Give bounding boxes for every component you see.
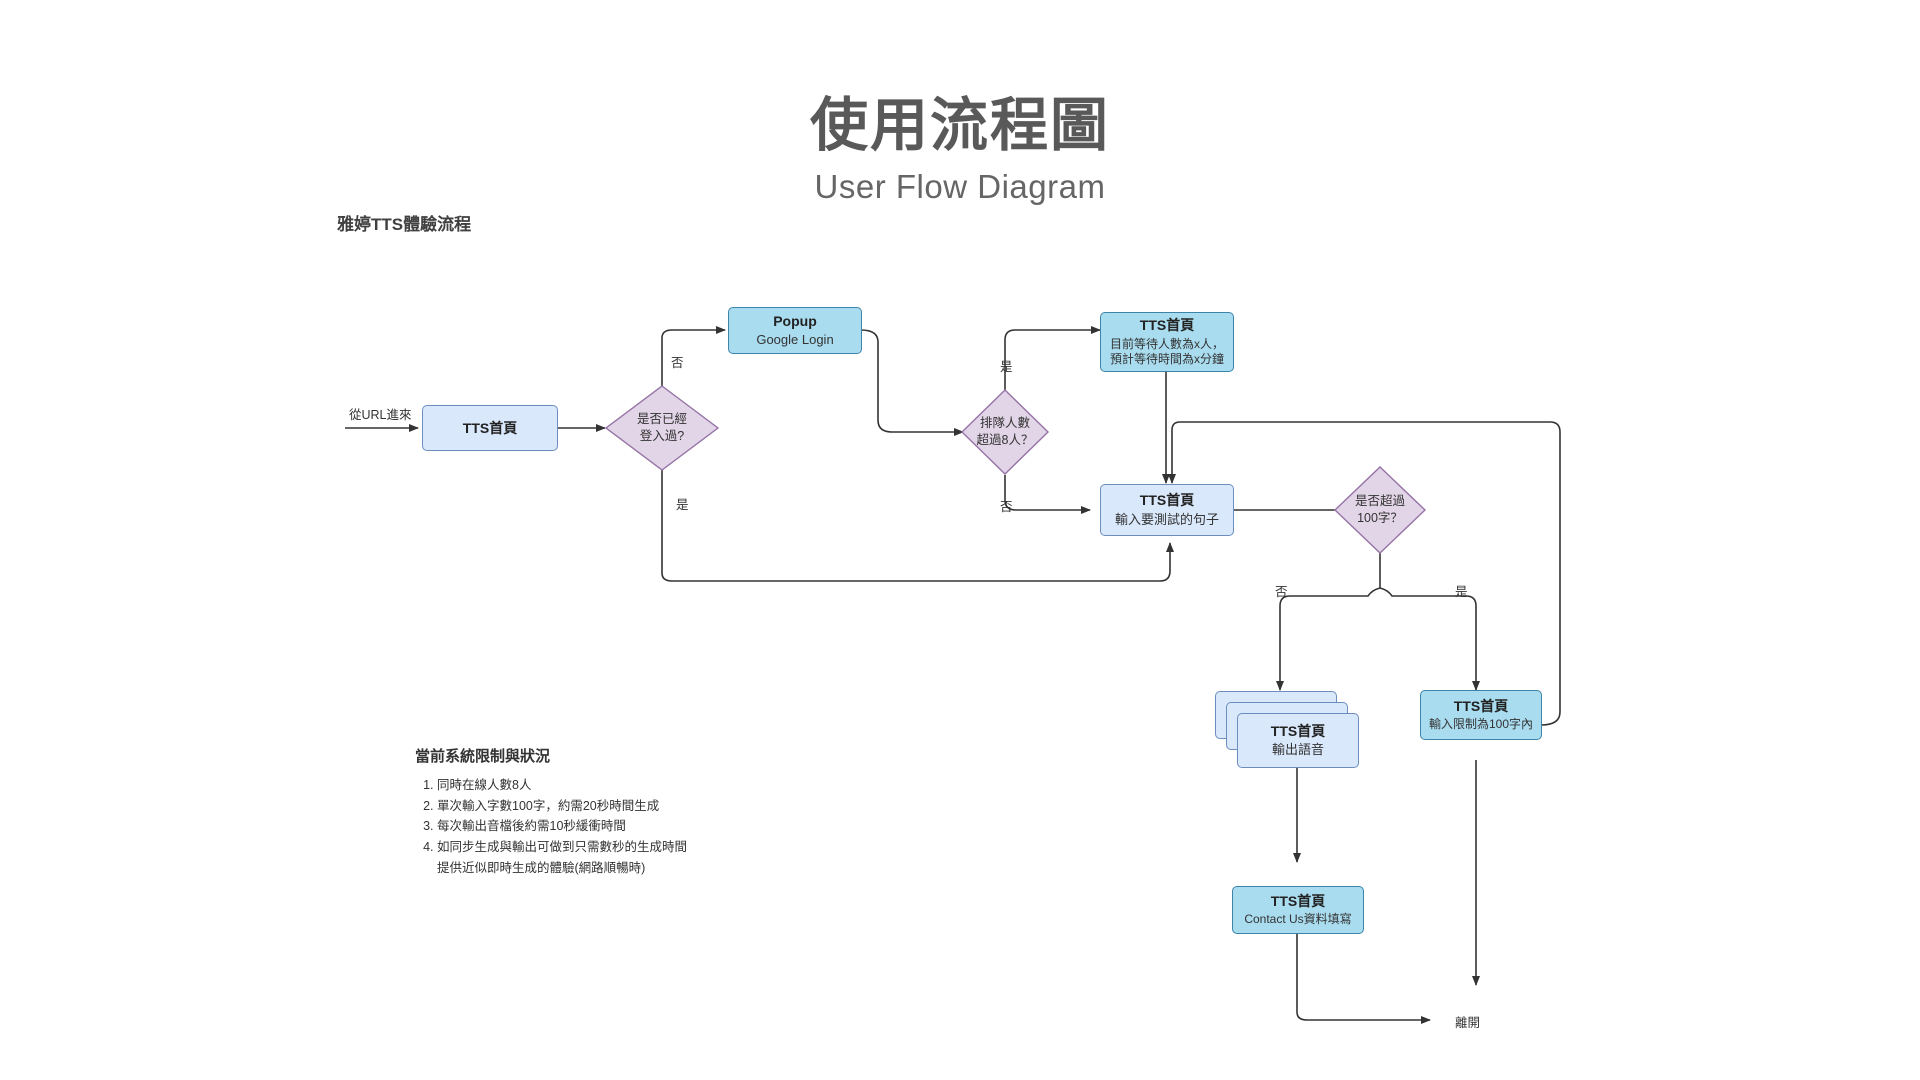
edge-label-logged-in-no: 否 bbox=[671, 356, 684, 370]
node-limit-100-chars[interactable]: TTS首頁 輸入限制為100字內 bbox=[1420, 690, 1542, 740]
edge-contact-to-exit bbox=[1296, 930, 1431, 1024]
node-contact-us-subtitle: Contact Us資料填寫 bbox=[1244, 912, 1352, 927]
decision-queue-line1: 排隊人數 bbox=[979, 416, 1030, 431]
decision-logged-in[interactable]: 是否已經 登入過? bbox=[606, 386, 718, 470]
node-input-sentence[interactable]: TTS首頁 輸入要測試的句子 bbox=[1100, 484, 1234, 536]
node-queue-status-title: TTS首頁 bbox=[1139, 317, 1195, 334]
edge-loggedin-yes-to-input bbox=[661, 470, 1174, 582]
node-exit-label: 離開 bbox=[1455, 1016, 1481, 1030]
node-queue-status-subtitle: 目前等待人數為x人， 預計等待時間為x分鐘 bbox=[1110, 337, 1224, 368]
node-queue-status-line1: 目前等待人數為x人， bbox=[1109, 336, 1224, 351]
decision-logged-in-line2: 登入過? bbox=[639, 429, 685, 443]
decision-logged-in-label: 是否已經 登入過? bbox=[637, 411, 687, 445]
edge-queue-yes-to-status bbox=[1004, 326, 1101, 390]
node-popup-subtitle: Google Login bbox=[756, 332, 834, 348]
edge-label-chars-yes: 是 bbox=[1455, 585, 1468, 599]
node-popup-title: Popup bbox=[773, 312, 817, 329]
node-input-sentence-subtitle: 輸入要測試的句子 bbox=[1114, 511, 1219, 527]
decision-logged-in-shape bbox=[604, 385, 720, 471]
system-notes-title: 當前系統限制與狀況 bbox=[415, 748, 551, 765]
node-queue-status[interactable]: TTS首頁 目前等待人數為x人， 預計等待時間為x分鐘 bbox=[1100, 312, 1234, 372]
page-title-en: User Flow Diagram bbox=[814, 168, 1106, 205]
edge-limit-loopback bbox=[1168, 421, 1561, 726]
node-input-sentence-title: TTS首頁 bbox=[1139, 492, 1195, 509]
node-output-audio-title: TTS首頁 bbox=[1270, 722, 1326, 739]
node-limit-subtitle: 輸入限制為100字內 bbox=[1428, 717, 1534, 732]
edge-chars-no bbox=[1276, 587, 1381, 691]
decision-chars-shape bbox=[1333, 466, 1427, 554]
list-item: 單次輸入字數100字，約需20秒時間生成 bbox=[437, 796, 687, 817]
note-item-2: 單次輸入字數100字，約需20秒時間生成 bbox=[437, 798, 660, 813]
decision-queue-line2: 超過8人？ bbox=[976, 433, 1034, 447]
edge-label-url-entry: 從URL進來 bbox=[349, 408, 412, 422]
node-tts-home-title: TTS首頁 bbox=[462, 419, 518, 436]
section-label: 雅婷TTS體驗流程 bbox=[337, 215, 472, 234]
list-item: 同時在線人數8人 bbox=[437, 775, 687, 796]
decision-chars-line2: 100字？ bbox=[1357, 511, 1403, 525]
edge-popup-to-queue bbox=[860, 329, 964, 436]
note-item-4-continued: 提供近似即時生成的體驗(網路順暢時) bbox=[437, 860, 646, 875]
decision-over-100-chars[interactable]: 是否超過 100字？ bbox=[1335, 467, 1425, 553]
node-output-audio-subtitle: 輸出語音 bbox=[1271, 742, 1324, 758]
note-item-4: 如同步生成與輸出可做到只需數秒的生成時間 bbox=[437, 839, 688, 854]
node-contact-us[interactable]: TTS首頁 Contact Us資料填寫 bbox=[1232, 886, 1364, 934]
note-item-3: 每次輸出音檔後約需10秒緩衝時間 bbox=[437, 819, 626, 834]
list-item: 如同步生成與輸出可做到只需數秒的生成時間 提供近似即時生成的體驗(網路順暢時) bbox=[437, 837, 687, 878]
node-popup-google-login[interactable]: Popup Google Login bbox=[728, 307, 862, 354]
system-notes-list: 同時在線人數8人 單次輸入字數100字，約需20秒時間生成 每次輸出音檔後約需1… bbox=[415, 775, 687, 878]
list-item: 每次輸出音檔後約需10秒緩衝時間 bbox=[437, 816, 687, 837]
edge-queue-no-to-input bbox=[1004, 475, 1091, 514]
node-output-audio[interactable]: TTS首頁 輸出語音 bbox=[1237, 713, 1359, 768]
node-contact-us-title: TTS首頁 bbox=[1270, 893, 1326, 910]
system-notes: 當前系統限制與狀況 同時在線人數8人 單次輸入字數100字，約需20秒時間生成 … bbox=[415, 745, 687, 878]
edge-chars-yes bbox=[1379, 587, 1480, 691]
decision-queue-label: 排隊人數 超過8人？ bbox=[977, 415, 1034, 449]
edge-label-chars-no: 否 bbox=[1275, 585, 1288, 599]
edge-label-queue-yes: 是 bbox=[1000, 360, 1013, 374]
decision-chars-label: 是否超過 100字？ bbox=[1355, 493, 1405, 527]
decision-logged-in-line1: 是否已經 bbox=[636, 412, 687, 427]
page-title-zh: 使用流程圖 bbox=[809, 93, 1110, 158]
edge-label-queue-no: 否 bbox=[1000, 500, 1013, 514]
edge-label-logged-in-yes: 是 bbox=[676, 498, 689, 512]
node-tts-home[interactable]: TTS首頁 bbox=[422, 405, 558, 451]
edge-loggedin-no-to-popup bbox=[661, 326, 726, 386]
note-item-1: 同時在線人數8人 bbox=[437, 778, 532, 792]
node-queue-status-line2: 預計等待時間為x分鐘 bbox=[1109, 352, 1224, 367]
decision-chars-line1: 是否超過 bbox=[1354, 494, 1405, 509]
node-limit-title: TTS首頁 bbox=[1453, 698, 1509, 715]
decision-queue-over-8[interactable]: 排隊人數 超過8人？ bbox=[962, 390, 1048, 474]
decision-queue-shape bbox=[960, 389, 1050, 475]
